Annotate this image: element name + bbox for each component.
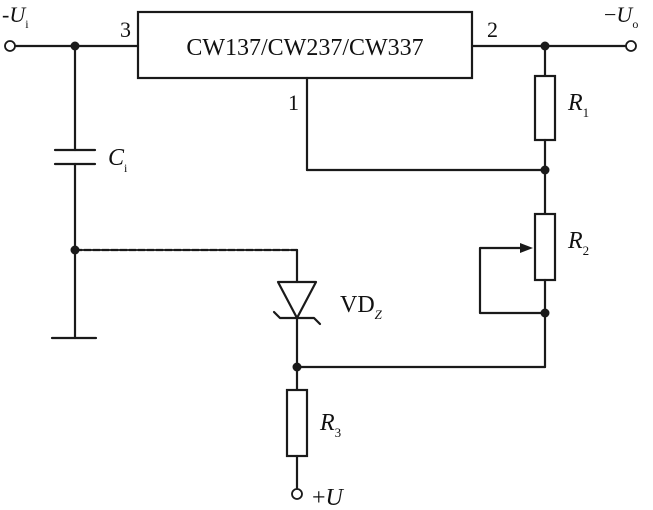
regulator-label: CW137/CW237/CW337 [186, 35, 423, 61]
output-label: −Uo [604, 2, 638, 31]
r1-label: R1 [567, 90, 589, 120]
r2-wiper-wire [478, 246, 547, 315]
zener-label: VDZ [340, 292, 383, 322]
supply-label: +U [312, 485, 345, 510]
input-terminal [4, 40, 16, 52]
zener-diode [276, 280, 318, 320]
pin1-label: 1 [288, 90, 299, 115]
output-terminal [625, 40, 637, 52]
wiper-arrow-icon [520, 243, 533, 253]
r3-label: R3 [319, 410, 341, 440]
r2-label: R2 [567, 228, 589, 258]
input-label: -Ui [2, 2, 29, 31]
r1-resistor [533, 74, 557, 142]
r2-resistor [533, 212, 557, 282]
r3-resistor [285, 388, 309, 458]
regulator-box [136, 10, 474, 80]
supply-terminal [291, 488, 303, 500]
pin3-label: 3 [120, 17, 131, 42]
adj-node [540, 165, 550, 175]
capacitor-label: Ci [108, 145, 128, 175]
pin2-label: 2 [487, 17, 498, 42]
